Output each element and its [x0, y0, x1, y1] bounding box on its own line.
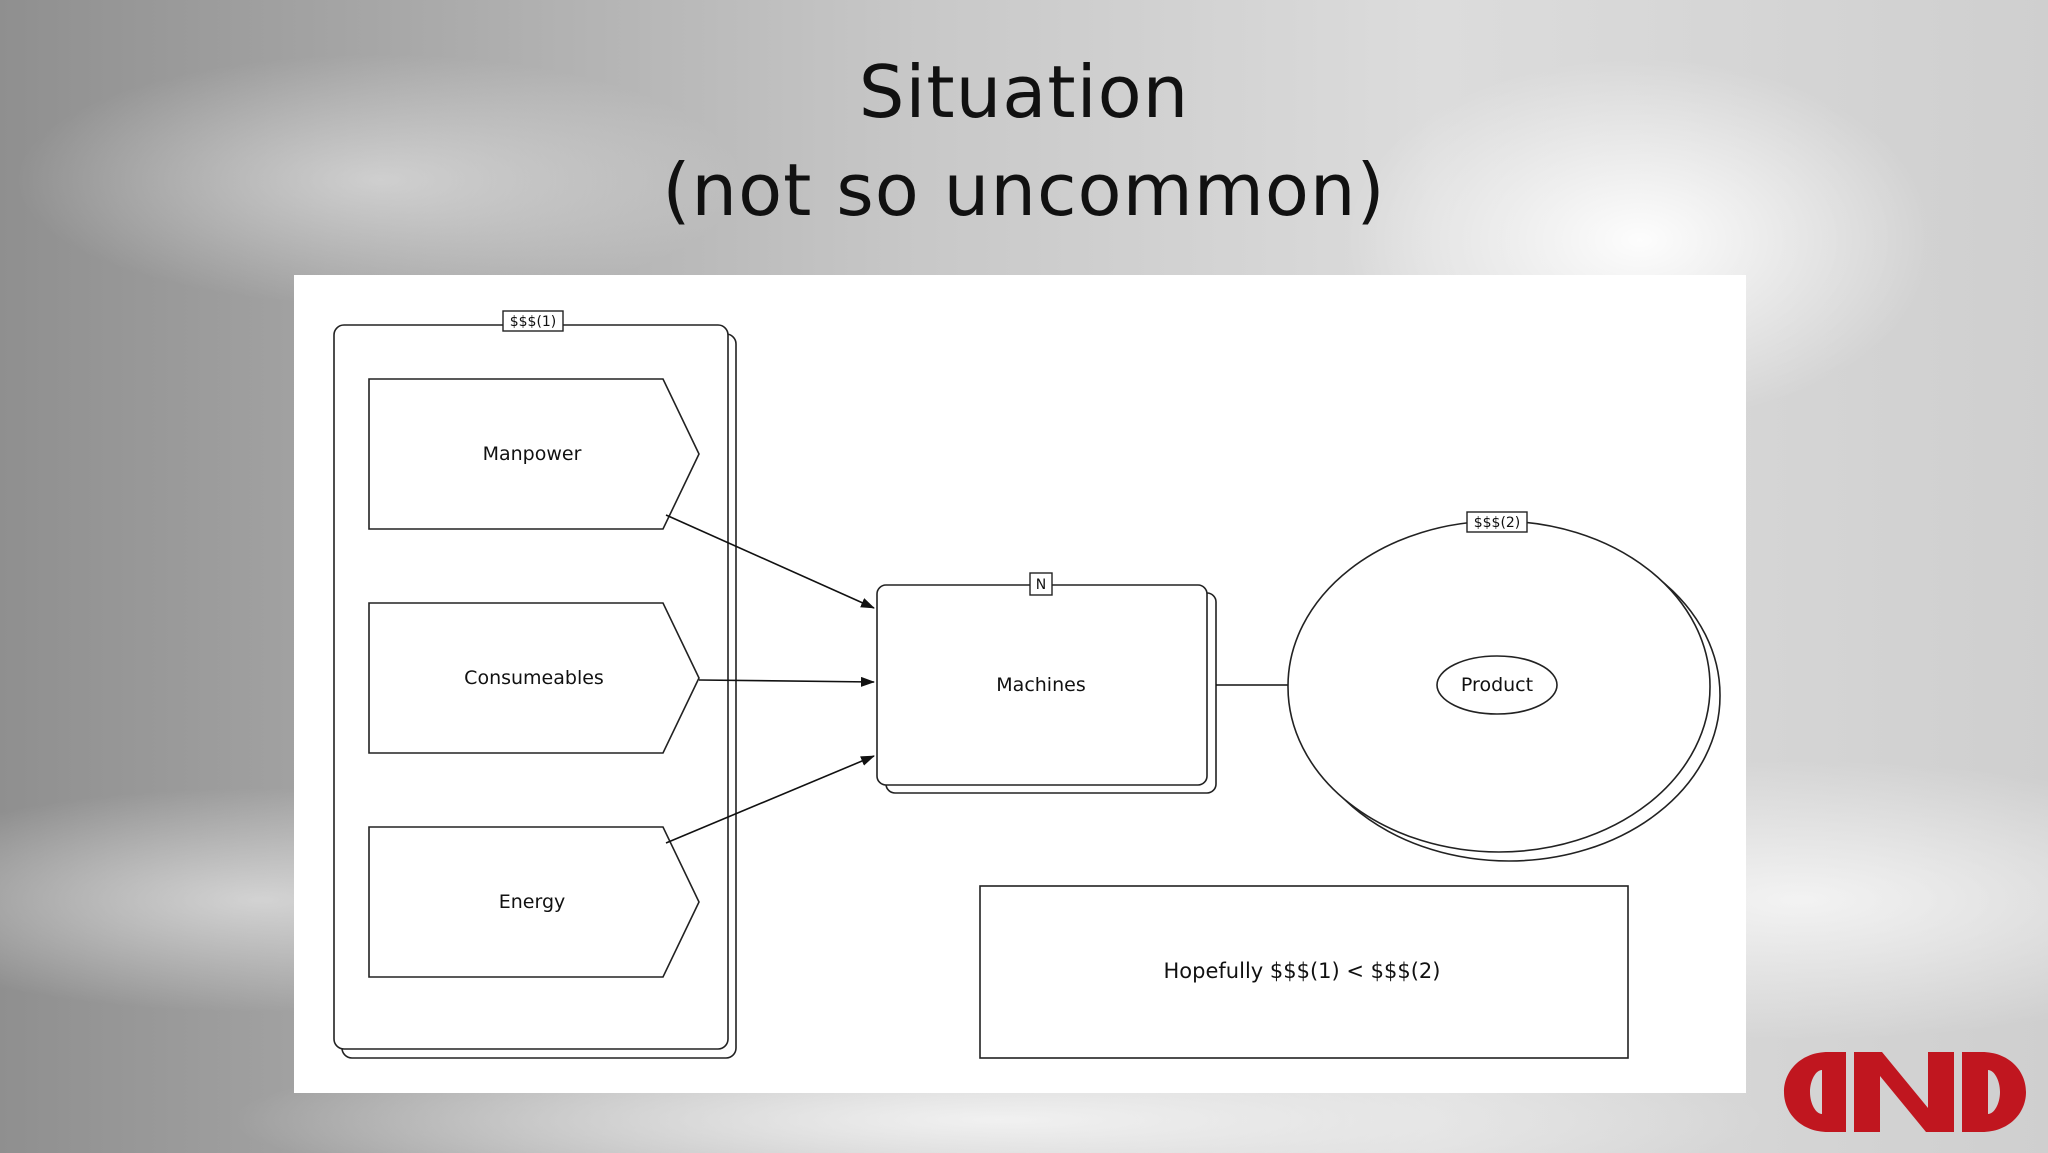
inputs-group-tag: $$$(1) [502, 310, 564, 332]
slide-subtitle: (not so uncommon) [662, 148, 1386, 232]
diagram-panel: $$$(1) Manpower Consumeables Energy [294, 275, 1746, 1093]
input-energy-label: Energy [499, 891, 566, 913]
output-group-tag: $$$(2) [1466, 511, 1528, 533]
process-machines-label: Machines [996, 674, 1085, 696]
arrow-consumeables-to-machines [698, 676, 875, 687]
process-machines: N Machines [876, 572, 1217, 794]
output-group-tag-label: $$$(2) [1474, 515, 1521, 531]
note-box: Hopefully $$$(1) < $$$(2) [979, 885, 1629, 1059]
inputs-group-tag-label: $$$(1) [510, 314, 557, 330]
output-product: Product [1436, 655, 1558, 715]
process-tag: N [1029, 572, 1053, 596]
input-consumeables: Consumeables [368, 602, 700, 754]
slide-title: Situation [858, 50, 1190, 134]
note-text: Hopefully $$$(1) < $$$(2) [1164, 959, 1441, 983]
process-tag-label: N [1036, 577, 1046, 593]
input-manpower-label: Manpower [483, 443, 582, 465]
arrow-energy-to-machines [665, 755, 875, 844]
input-consumeables-label: Consumeables [464, 667, 604, 689]
input-manpower: Manpower [368, 378, 700, 530]
arrow-manpower-to-machines [665, 514, 875, 609]
company-logo [1784, 1052, 2026, 1132]
output-product-label: Product [1461, 674, 1533, 696]
process-diagram: $$$(1) Manpower Consumeables Energy [333, 310, 1721, 1059]
input-energy: Energy [368, 826, 700, 978]
